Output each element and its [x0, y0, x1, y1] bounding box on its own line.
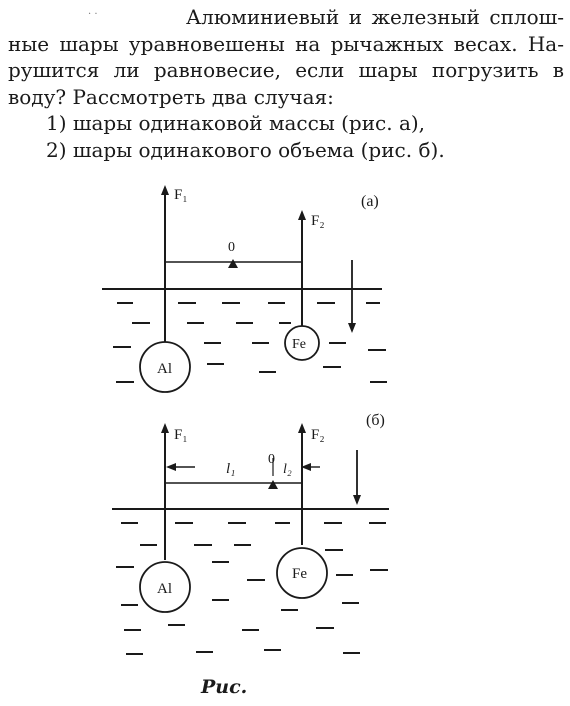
problem-line-2: ные шары уравновешены на рычажных весах.…	[8, 31, 564, 56]
figure-b	[112, 423, 389, 655]
force-f2-label-a: F₂	[311, 213, 325, 229]
ball-al-a	[139, 341, 191, 393]
pivot-b	[268, 480, 278, 489]
scan-dots: . .	[88, 6, 98, 17]
ball-al-label-b: Al	[157, 581, 172, 597]
problem-line-3: рушится ли равновесие, если шары погрузи…	[8, 58, 564, 82]
ball-fe-label-a: Fe	[292, 337, 306, 352]
ball-fe-b	[276, 547, 328, 599]
figure-a	[102, 185, 387, 393]
length-l1-label: l₁	[226, 461, 235, 477]
case-item-1: 1) шары одинаковой массы (рис. а),	[46, 111, 426, 135]
ball-al-label-a: Al	[157, 361, 172, 377]
force-f1-label-b: F₁	[174, 427, 188, 443]
problem-text: Алюминиевый и железный сплош- ные шары у…	[8, 4, 564, 163]
length-l2-label: l₂	[283, 462, 292, 477]
problem-line-4: воду? Рассмотреть два случая:	[8, 84, 334, 109]
problem-line-1: Алюминиевый и железный сплош-	[186, 5, 564, 29]
pivot-label-a: 0	[228, 240, 235, 255]
force-f2-label-b: F₂	[311, 427, 325, 443]
figure-a-label: (а)	[361, 193, 379, 210]
ball-fe-a	[284, 325, 320, 361]
water-dashes-b	[116, 522, 388, 655]
pivot-a	[228, 259, 238, 268]
water-dashes-a	[113, 302, 387, 383]
figure-b-label: (б)	[366, 412, 385, 429]
pivot-label-b: 0	[268, 452, 275, 467]
ball-al-b	[139, 561, 191, 613]
case-item-2: 2) шары одинакового объема (рис. б).	[46, 137, 445, 162]
figure-caption: Рис.	[201, 676, 248, 698]
ball-fe-label-b: Fe	[292, 566, 307, 582]
force-f1-label-a: F₁	[174, 187, 188, 203]
